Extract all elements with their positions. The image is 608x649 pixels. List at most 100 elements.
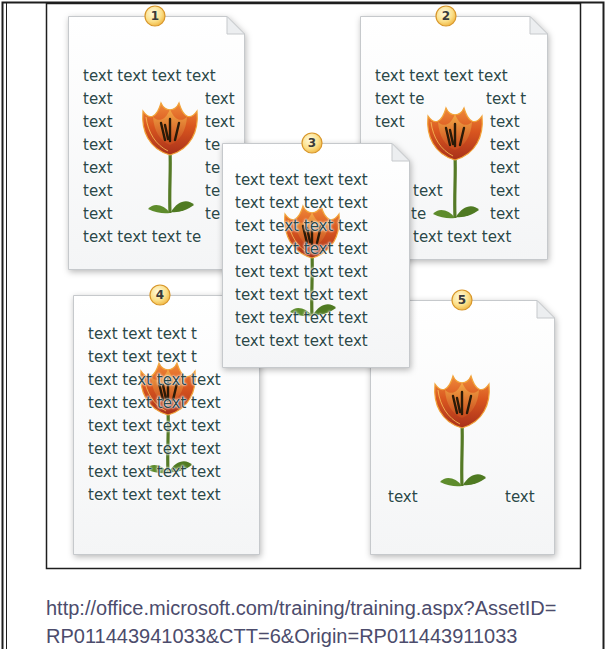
tulip-picture xyxy=(432,368,492,493)
body-text: text xyxy=(490,111,520,134)
body-text: te xyxy=(205,157,220,180)
text-row: text text text text xyxy=(83,65,216,88)
figure-caption: http://office.microsoft.com/training/tra… xyxy=(46,594,591,649)
text-row: te xyxy=(205,180,220,203)
page-fold xyxy=(537,301,555,319)
body-text: text text text xyxy=(413,226,511,249)
page-fold xyxy=(530,17,548,35)
text-row: text text text t xyxy=(88,323,197,346)
text-row: te xyxy=(205,157,220,180)
body-text: text text text text xyxy=(88,438,221,461)
text-row: text text text text xyxy=(88,369,221,392)
text-row: text text text text xyxy=(235,330,368,353)
body-text: text text text text xyxy=(88,392,221,415)
text-row: text text text text xyxy=(235,215,368,238)
body-text: text xyxy=(505,486,535,509)
callout-number-text: 2 xyxy=(435,5,457,27)
body-text: text text text text xyxy=(235,330,368,353)
text-row: text xyxy=(83,88,113,111)
document-page: text text text texttext text text textte… xyxy=(222,143,410,368)
body-text: text xyxy=(490,180,520,203)
text-row: text text text text xyxy=(235,238,368,261)
body-text: text xyxy=(375,111,405,134)
body-text: text text text text xyxy=(235,192,368,215)
text-row: text text text text xyxy=(235,169,368,192)
body-text: text te xyxy=(375,88,424,111)
body-text: text text text text xyxy=(235,261,368,284)
text-row: text text text te xyxy=(83,226,201,249)
body-text: text text text t xyxy=(88,346,197,369)
tulip-picture xyxy=(140,95,200,220)
text-row: text text text text xyxy=(88,438,221,461)
text-row: text te xyxy=(375,88,424,111)
text-row: text xyxy=(83,134,113,157)
text-row: text t xyxy=(486,88,526,111)
text-row: text text text text xyxy=(375,65,508,88)
text-row: text text text text xyxy=(88,415,221,438)
text-row: text xyxy=(83,111,113,134)
callout-number: 2 xyxy=(435,5,457,27)
callout-number: 3 xyxy=(301,132,323,154)
body-text: text text text text xyxy=(375,65,508,88)
page-sheet xyxy=(223,144,410,368)
text-row: text xyxy=(205,88,235,111)
body-text: text text text te xyxy=(83,226,201,249)
page-fold xyxy=(392,144,410,162)
callout-circle xyxy=(302,133,322,153)
body-text: text text text text xyxy=(235,307,368,330)
text-row: text xyxy=(83,180,113,203)
body-text: text xyxy=(83,111,113,134)
text-row: text xyxy=(413,180,443,203)
body-text: text text text text xyxy=(235,284,368,307)
body-text: text xyxy=(83,157,113,180)
text-row: text xyxy=(83,203,113,226)
text-row: text xyxy=(490,157,520,180)
body-text: text xyxy=(205,88,235,111)
text-row: te xyxy=(205,203,220,226)
text-row: text xyxy=(505,486,535,509)
page-sheet xyxy=(74,296,260,555)
callout-number: 4 xyxy=(149,284,171,306)
text-row: text text text text xyxy=(235,192,368,215)
body-text: text xyxy=(83,203,113,226)
callout-number-text: 1 xyxy=(144,5,166,27)
page-fold xyxy=(227,17,245,35)
callout-number-text: 3 xyxy=(301,132,323,154)
callout-number-text: 4 xyxy=(149,284,171,306)
callout-circle xyxy=(452,290,472,310)
body-text: text xyxy=(205,111,235,134)
body-text: te xyxy=(205,180,220,203)
callout-circle xyxy=(436,6,456,26)
body-text: te xyxy=(411,203,426,226)
outer-border-inner-line xyxy=(6,2,7,649)
callout-circle xyxy=(150,285,170,305)
body-text: text xyxy=(83,180,113,203)
text-row: text text text text xyxy=(235,261,368,284)
page-fold xyxy=(242,296,260,314)
text-row: text xyxy=(83,157,113,180)
text-row: text text text text xyxy=(88,461,221,484)
text-row: text xyxy=(490,111,520,134)
text-row: text xyxy=(388,486,418,509)
body-text: text xyxy=(490,157,520,180)
document-page: text text text texttexttexttexttexttextt… xyxy=(68,16,245,270)
text-row: text xyxy=(490,180,520,203)
callout-circle xyxy=(145,6,165,26)
text-row: text xyxy=(205,111,235,134)
body-text: text xyxy=(490,203,520,226)
body-text: text text text text xyxy=(83,65,216,88)
callout-number-text: 5 xyxy=(451,289,473,311)
text-row: te xyxy=(205,134,220,157)
callout-number: 1 xyxy=(144,5,166,27)
body-text: text xyxy=(83,88,113,111)
body-text: text text text text xyxy=(88,369,221,392)
body-text: text text text text xyxy=(88,484,221,507)
text-row: text text text text xyxy=(235,284,368,307)
text-row: text xyxy=(375,111,405,134)
body-text: text xyxy=(490,134,520,157)
body-text: text text text text xyxy=(235,238,368,261)
callout-number: 5 xyxy=(451,289,473,311)
body-text: te xyxy=(205,203,220,226)
text-row: te xyxy=(411,203,426,226)
text-row: text text text text xyxy=(88,484,221,507)
